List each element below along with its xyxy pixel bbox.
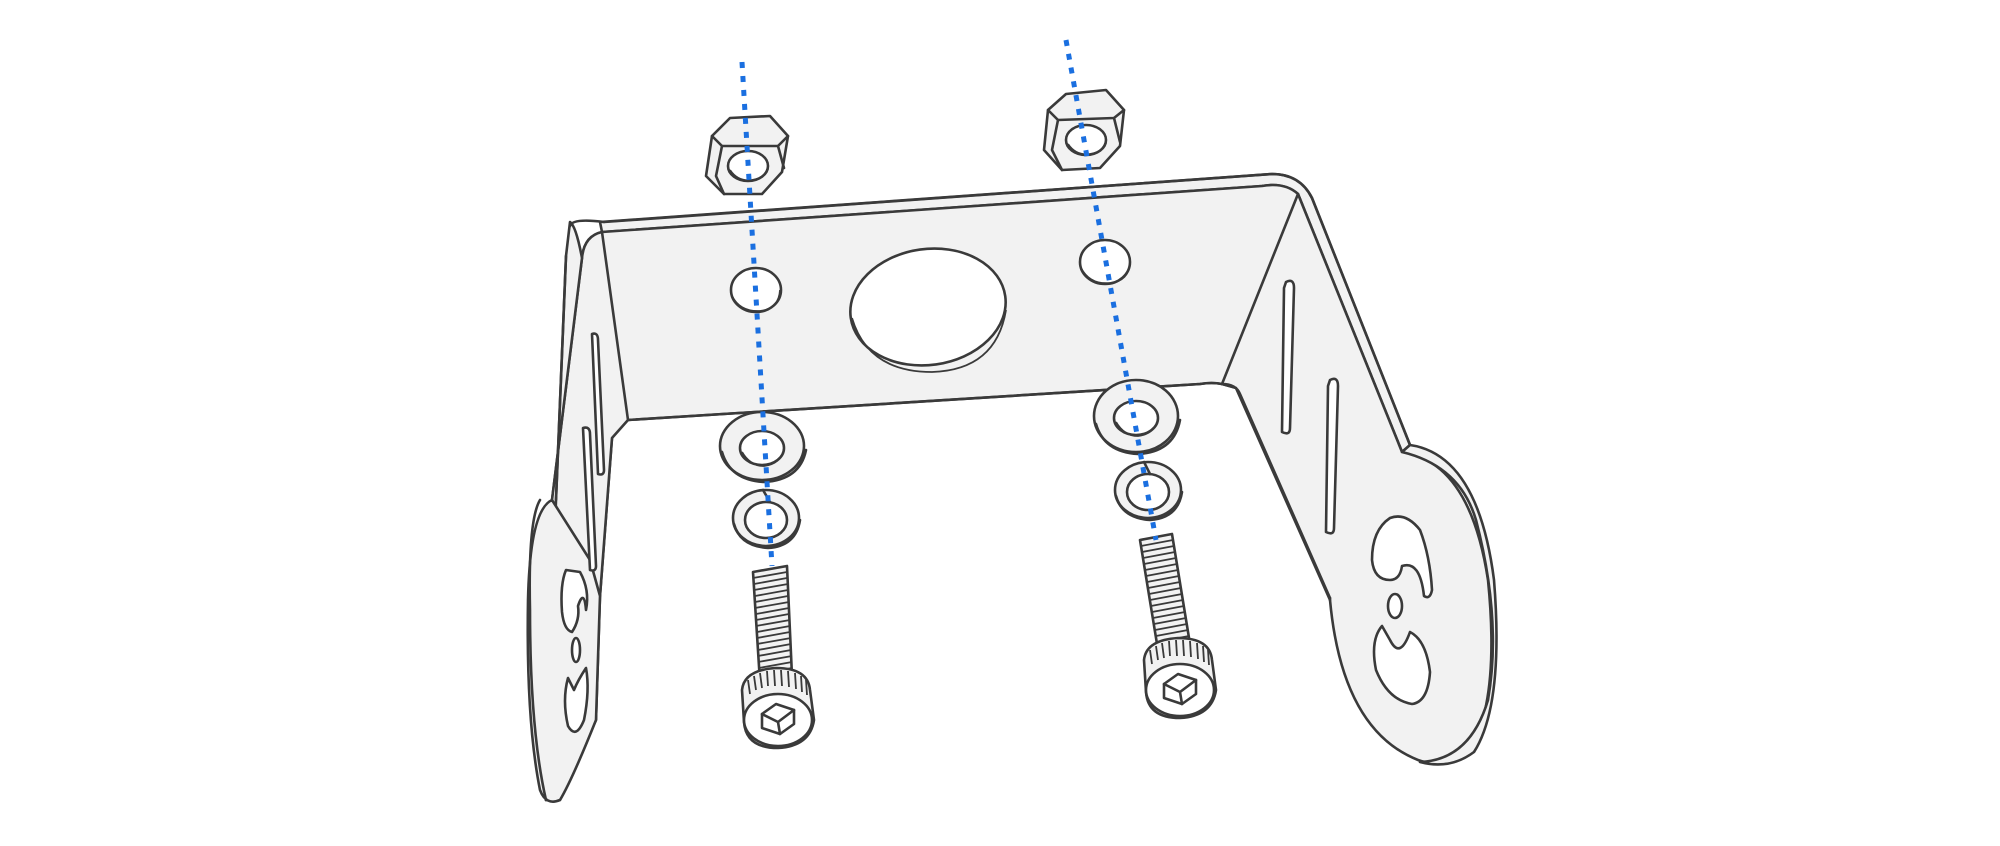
- bracket-ear-pivot-hole: [570, 636, 582, 664]
- assembly-axis-left: [739, 61, 775, 567]
- flat-washer-left: [718, 410, 808, 484]
- bracket-top-outline: [602, 172, 1412, 447]
- assembly-axis-right: [1063, 39, 1159, 541]
- u-bracket: [526, 172, 1498, 803]
- bracket-ear-cutout: [560, 568, 589, 634]
- bracket-right-ear: [1400, 443, 1498, 766]
- socket-cap-screw-left: [740, 564, 816, 750]
- assembly-axes: [739, 39, 1159, 567]
- bracket-ear-cutout: [1370, 515, 1434, 599]
- right-fastener-stack: [1042, 88, 1218, 720]
- bracket-ear-pivot-hole: [1386, 592, 1404, 620]
- bracket-slot: [581, 426, 598, 572]
- bracket-slot: [590, 332, 606, 476]
- lock-washer-left: [731, 488, 802, 550]
- bracket-ear-cutout: [1372, 624, 1432, 706]
- lock-washer-right: [1113, 460, 1184, 522]
- hex-nut-left: [704, 114, 790, 196]
- socket-cap-screw-right: [1138, 532, 1218, 720]
- bracket-slot: [1280, 279, 1296, 435]
- bracket-center-hole: [849, 247, 1007, 367]
- bracket-slot: [1324, 377, 1340, 535]
- hex-nut-right: [1042, 88, 1126, 172]
- bracket-ear-cutout: [563, 666, 589, 734]
- left-fastener-stack: [704, 114, 816, 750]
